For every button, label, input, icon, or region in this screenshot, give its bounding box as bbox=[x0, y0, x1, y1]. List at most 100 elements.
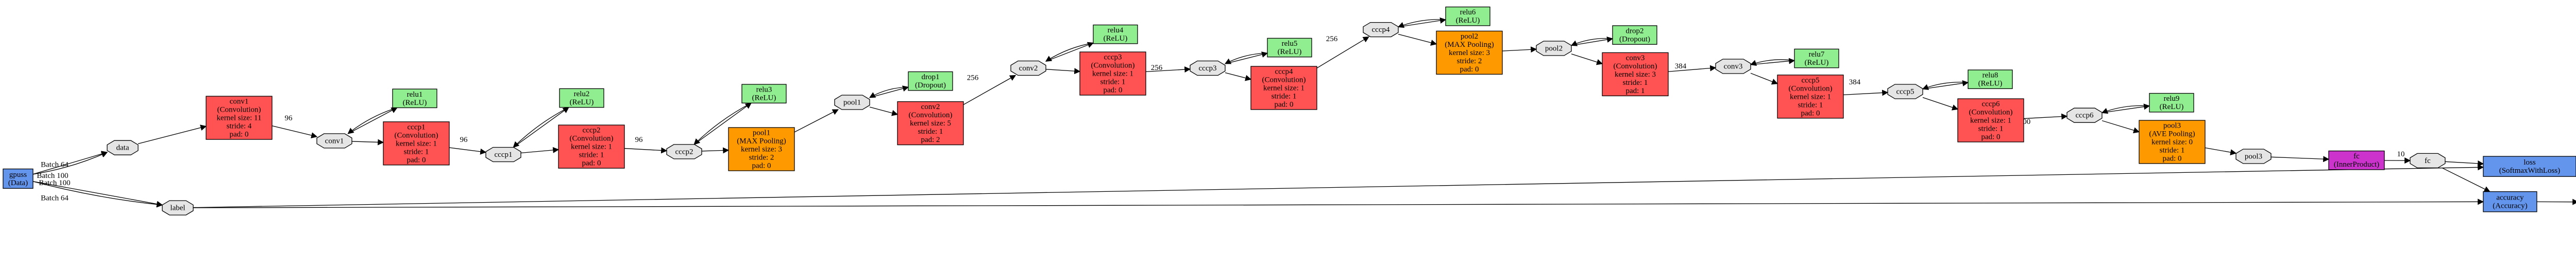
node-cccp6-label-line: stride: 1 bbox=[1978, 124, 2004, 133]
edge-cccp6-to-cccp6_blob bbox=[2023, 113, 2068, 120]
node-relu6-shape bbox=[1445, 6, 1490, 26]
edge-cccp2_blob-to-relu3 bbox=[693, 102, 752, 145]
edge-label-to-loss bbox=[193, 164, 2484, 208]
node-pool2: pool2(MAX Pooling)kernel size: 3stride: … bbox=[1436, 30, 1503, 75]
node-data-shape bbox=[107, 140, 139, 155]
edge-cccp3-to-cccp3_blob bbox=[1145, 66, 1191, 73]
node-relu7-label-line: relu7 bbox=[1809, 50, 1825, 59]
node-cccp2-shape bbox=[558, 124, 625, 169]
node-conv3-label-line: kernel size: 3 bbox=[1615, 70, 1656, 79]
node-gpuss-shape bbox=[3, 168, 33, 189]
node-pool2-label-line: (MAX Pooling) bbox=[1445, 41, 1494, 49]
node-relu5-shape bbox=[1267, 38, 1312, 58]
node-label-shape bbox=[162, 200, 194, 215]
node-pool3-label-line: kernel size: 0 bbox=[2151, 138, 2193, 146]
edge-conv2-to-conv2_blob bbox=[963, 75, 1016, 105]
node-relu2-label-line: (ReLU) bbox=[570, 98, 594, 106]
node-pool1_blob-shape bbox=[834, 95, 870, 110]
node-conv2_blob-shape bbox=[1010, 60, 1046, 76]
node-fc-label-line: fc bbox=[2353, 152, 2360, 160]
node-conv1_blob-shape bbox=[316, 133, 352, 149]
node-cccp2-label-line: pad: 0 bbox=[582, 159, 601, 168]
node-pool3-label-line: stride: 1 bbox=[2160, 146, 2185, 154]
node-cccp3-label-line: (Convolution) bbox=[1091, 61, 1135, 69]
edge-gpuss-to-data bbox=[32, 152, 108, 175]
edge-cccp1_blob-to-relu2 bbox=[513, 107, 569, 148]
edge-cccp3_blob-to-cccp4 bbox=[1225, 72, 1252, 81]
node-relu5: relu5(ReLU) bbox=[1267, 38, 1312, 58]
node-loss-label-line: loss bbox=[2523, 158, 2536, 167]
node-cccp6-shape bbox=[1957, 98, 2024, 142]
node-pool1-label-line: kernel size: 3 bbox=[741, 145, 782, 153]
node-cccp5-label-line: kernel size: 1 bbox=[1790, 93, 1831, 101]
node-pool1_blob: pool1 bbox=[834, 95, 870, 110]
node-conv1-label-line: (Convolution) bbox=[217, 106, 261, 114]
node-conv2-label-line: kernel size: 5 bbox=[910, 119, 951, 128]
edge-cccp4-to-cccp4_blob bbox=[1316, 36, 1369, 68]
node-gpuss-label-line: (Data) bbox=[8, 179, 28, 187]
node-loss: loss(SoftmaxWithLoss) bbox=[2483, 156, 2576, 177]
node-drop1: drop1(Dropout) bbox=[908, 71, 953, 91]
node-conv1-shape bbox=[206, 96, 273, 140]
node-pool3-label-line: pool3 bbox=[2163, 121, 2181, 130]
node-cccp3-label-line: stride: 1 bbox=[1100, 78, 1126, 86]
node-pool2-shape bbox=[1436, 30, 1503, 75]
edge-relu7-to-conv3_blob bbox=[1750, 59, 1795, 66]
node-accuracy: accuracy(Accuracy) bbox=[2483, 191, 2537, 212]
node-pool1-label-line: (MAX Pooling) bbox=[737, 137, 786, 145]
node-cccp4-label-line: cccp4 bbox=[1275, 67, 1293, 76]
edge-pool3-to-pool3_blob bbox=[2205, 147, 2237, 155]
edge-relu6-to-cccp4_blob bbox=[1397, 19, 1446, 28]
edge-drop1-to-pool1_blob bbox=[869, 86, 909, 98]
node-cccp5: cccp5(Convolution)kernel size: 1stride: … bbox=[1777, 75, 1844, 119]
node-cccp3_blob: cccp3 bbox=[1190, 60, 1226, 76]
node-conv2-label-line: conv2 bbox=[921, 103, 940, 111]
node-cccp2: cccp2(Convolution)kernel size: 1stride: … bbox=[558, 124, 625, 169]
node-relu2: relu2(ReLU) bbox=[559, 88, 604, 108]
edge-label: 256 bbox=[1151, 64, 1163, 72]
edge-label: 96 bbox=[460, 136, 468, 144]
node-drop1-label-line: (Dropout) bbox=[915, 81, 946, 89]
node-relu7-shape bbox=[1794, 48, 1839, 68]
node-cccp5_blob: cccp5 bbox=[1887, 84, 1923, 99]
node-pool1-shape bbox=[728, 127, 795, 171]
edge-cccp3_blob-to-relu5 bbox=[1225, 51, 1268, 64]
node-cccp2_blob: cccp2 bbox=[666, 144, 702, 159]
node-relu7-label-line: (ReLU) bbox=[1805, 59, 1829, 67]
node-loss-shape bbox=[2483, 156, 2576, 177]
node-fc: fc(InnerProduct) bbox=[2328, 150, 2385, 170]
edge-relu1-to-conv1_blob bbox=[347, 107, 397, 134]
node-drop2-label-line: drop2 bbox=[1626, 27, 1644, 35]
edge-pool2-to-pool2_blob bbox=[1502, 46, 1537, 53]
edge-relu5-to-cccp3_blob bbox=[1224, 52, 1268, 64]
edge-pool1_blob-to-drop1 bbox=[869, 85, 909, 98]
node-cccp6-label-line: (Convolution) bbox=[1969, 108, 2013, 116]
node-cccp5-label-line: cccp5 bbox=[1802, 76, 1820, 84]
node-pool3-label-line: (AVE Pooling) bbox=[2149, 130, 2195, 138]
node-fc_blob-shape bbox=[2410, 153, 2446, 169]
node-conv1_blob: conv1 bbox=[316, 133, 352, 149]
node-data: data bbox=[107, 140, 139, 155]
node-fc_blob-label-line: fc bbox=[2425, 157, 2431, 165]
node-conv3-label-line: conv3 bbox=[1626, 54, 1645, 62]
edge-relu9-to-cccp6_blob bbox=[2101, 105, 2150, 114]
node-conv1-label-line: conv1 bbox=[230, 98, 249, 106]
edge-label: 96 bbox=[635, 136, 643, 144]
node-relu8: relu8(ReLU) bbox=[1968, 69, 2013, 89]
node-pool3_blob-label-line: pool3 bbox=[2245, 152, 2262, 160]
node-cccp6-label-line: kernel size: 1 bbox=[1970, 116, 2011, 124]
node-relu8-label-line: relu8 bbox=[1982, 71, 1998, 80]
node-relu3-label-line: (ReLU) bbox=[752, 94, 776, 102]
edge-pool3_blob-to-fc bbox=[2270, 156, 2330, 163]
node-conv3-label-line: (Convolution) bbox=[1614, 62, 1657, 70]
node-relu1: relu1(ReLU) bbox=[392, 88, 437, 109]
node-accuracy-label-line: (Accuracy) bbox=[2493, 202, 2527, 210]
node-cccp2_blob-label-line: cccp2 bbox=[675, 148, 693, 156]
node-relu8-label-line: (ReLU) bbox=[1978, 80, 2003, 88]
node-relu3-label-line: relu3 bbox=[756, 86, 772, 94]
edge-fc_blob-to-loss bbox=[2445, 160, 2484, 167]
node-cccp1-label-line: (Convolution) bbox=[395, 131, 438, 139]
node-conv2-label-line: (Convolution) bbox=[909, 111, 953, 119]
edge-label: 256 bbox=[967, 74, 979, 82]
node-pool3_blob-shape bbox=[2235, 149, 2272, 164]
